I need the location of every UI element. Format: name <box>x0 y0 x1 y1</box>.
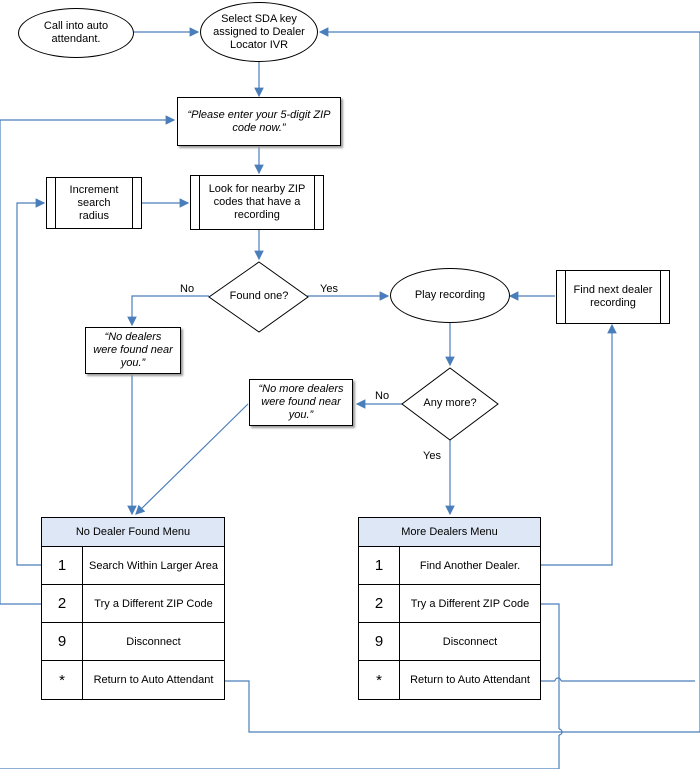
edge-found-no <box>127 295 209 327</box>
no-dealer-menu: No Dealer Found Menu 1 Search Within Lar… <box>41 517 225 700</box>
menu-option-text: Find Another Dealer. <box>419 559 521 572</box>
no-more-dealers-prompt: “No more dealers were found near you.” <box>249 379 353 426</box>
increment-radius-process: Increment search radius <box>46 177 142 229</box>
menu-key: 2 <box>359 585 400 622</box>
more-dealers-menu-row[interactable]: 9 Disconnect <box>359 623 540 661</box>
edge-nomore-to-menu <box>135 403 249 515</box>
more-dealers-menu-title: More Dealers Menu <box>359 518 540 547</box>
no-dealers-label: “No dealers were found near you.” <box>93 331 173 369</box>
menu-key: * <box>42 661 83 699</box>
found-yes-label: Yes <box>320 283 338 295</box>
menu-key: 1 <box>359 547 400 584</box>
no-dealer-menu-row[interactable]: 2 Try a Different ZIP Code <box>42 585 224 623</box>
menu-option-text: Disconnect <box>442 635 498 648</box>
found-one-label: Found one? <box>229 290 289 302</box>
play-recording-label: Play recording <box>414 289 486 301</box>
more-dealers-menu-row[interactable]: 1 Find Another Dealer. <box>359 547 540 585</box>
menu-key: 1 <box>42 547 83 584</box>
no-dealer-menu-row[interactable]: 9 Disconnect <box>42 623 224 661</box>
menu-option-text: Try a Different ZIP Code <box>94 597 213 610</box>
edge-moremenu1-to-next <box>541 323 617 566</box>
no-dealers-prompt: “No dealers were found near you.” <box>85 327 181 374</box>
more-dealers-menu-row[interactable]: * Return to Auto Attendant <box>359 661 540 699</box>
edge-moremenu2-to-zip <box>0 603 560 769</box>
found-one-decision <box>208 261 309 333</box>
enter-zip-prompt: “Please enter your 5-digit ZIP code now.… <box>177 97 341 146</box>
no-dealer-menu-row[interactable]: 1 Search Within Larger Area <box>42 547 224 585</box>
more-yes-label: Yes <box>423 450 441 462</box>
more-dealers-menu-row[interactable]: 2 Try a Different ZIP Code <box>359 585 540 623</box>
find-next-process: Find next dealer recording <box>556 270 670 324</box>
menu-key: 2 <box>42 585 83 622</box>
play-recording-node: Play recording <box>390 268 510 323</box>
menu-option-text: Return to Auto Attendant <box>93 674 214 686</box>
start-node: Call into auto attendant. <box>18 8 134 58</box>
select-key-node: Select SDA key assigned to Dealer Locato… <box>200 2 318 62</box>
find-next-label: Find next dealer recording <box>573 284 653 309</box>
no-more-dealers-label: “No more dealers were found near you.” <box>258 383 344 421</box>
edge-menu1-to-increment <box>16 198 46 566</box>
menu-key: 9 <box>42 623 83 660</box>
start-label: Call into auto attendant. <box>43 20 109 45</box>
enter-zip-label: “Please enter your 5-digit ZIP code now.… <box>187 108 331 134</box>
found-no-label: No <box>180 283 195 295</box>
look-nearby-label: Look for nearby ZIP codes that have a re… <box>208 183 306 221</box>
increment-radius-label: Increment search radius <box>69 183 119 222</box>
edge-menu2-to-zip <box>0 115 176 605</box>
more-no-label: No <box>375 390 390 402</box>
menu-key: * <box>359 661 400 699</box>
any-more-label: Any more? <box>423 397 477 409</box>
no-dealer-menu-title: No Dealer Found Menu <box>42 518 224 547</box>
menu-option-text: Try a Different ZIP Code <box>410 597 530 610</box>
edge-star-left-to-select <box>225 27 700 733</box>
menu-option-text: Return to Auto Attendant <box>410 674 530 686</box>
menu-option-text: Search Within Larger Area <box>88 559 218 572</box>
more-dealers-menu: More Dealers Menu 1 Find Another Dealer.… <box>358 517 541 700</box>
select-key-label: Select SDA key assigned to Dealer Locato… <box>213 12 305 51</box>
any-more-decision <box>401 367 499 441</box>
look-nearby-process: Look for nearby ZIP codes that have a re… <box>190 175 324 230</box>
menu-key: 9 <box>359 623 400 660</box>
menu-option-text: Disconnect <box>126 635 181 648</box>
no-dealer-menu-row[interactable]: * Return to Auto Attendant <box>42 661 224 699</box>
